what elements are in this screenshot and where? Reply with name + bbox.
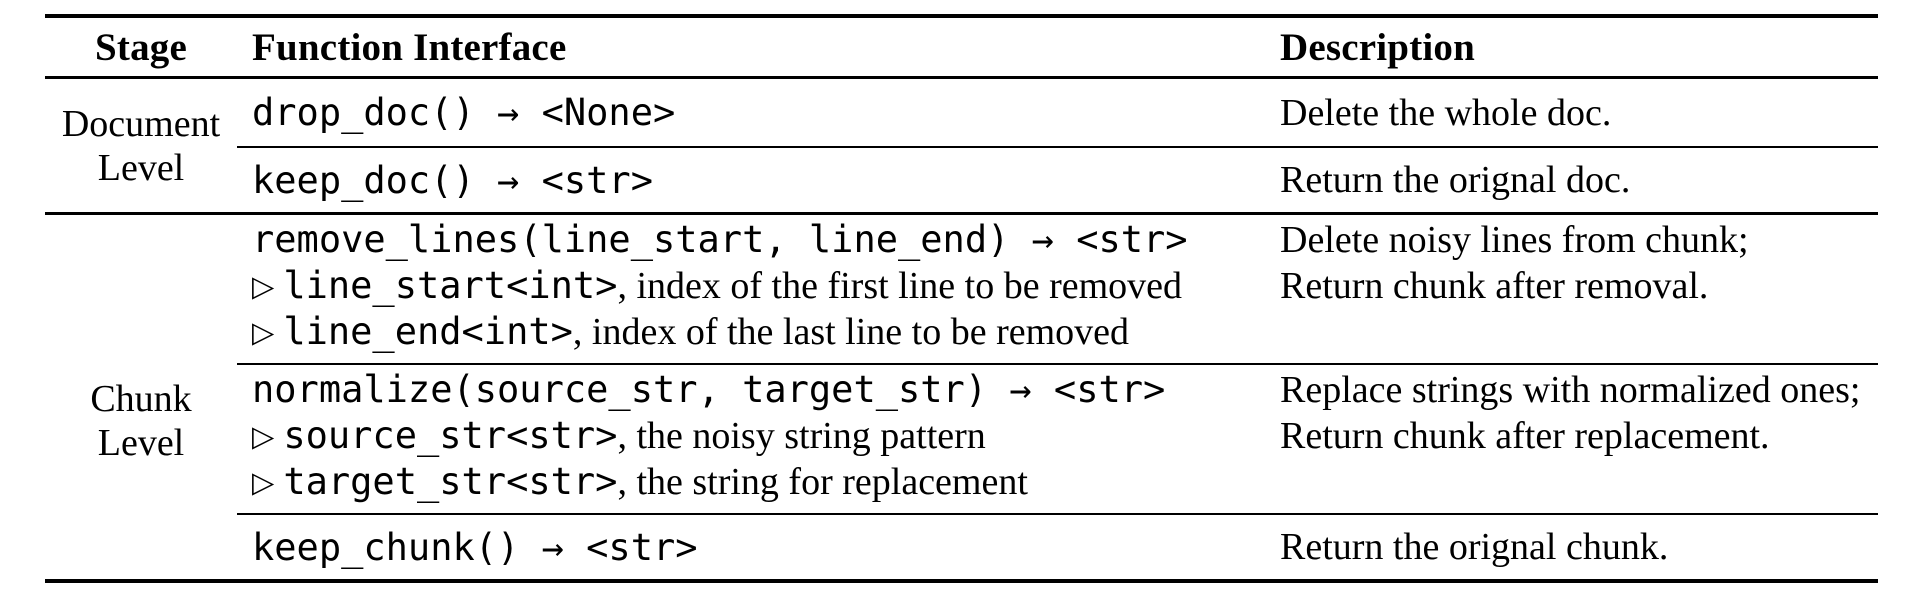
param-line: ▷source_str<str>, the noisy string patte… bbox=[252, 413, 1278, 459]
function-cell: normalize(source_str, target_str) → <str… bbox=[237, 365, 1278, 513]
section-separator-rule bbox=[45, 212, 1878, 215]
section-rows-document: drop_doc() → <None> Delete the whole doc… bbox=[237, 79, 1878, 212]
section-document-level: Document Level drop_doc() → <None> Delet… bbox=[45, 79, 1878, 212]
param-code: source_str<str> bbox=[283, 414, 618, 457]
table-header-row: Stage Function Interface Description bbox=[45, 18, 1878, 76]
param-note: , index of the first line to be removed bbox=[617, 265, 1183, 307]
param-line: ▷target_str<str>, the string for replace… bbox=[252, 459, 1278, 505]
function-signature: keep_doc() → <str> bbox=[252, 158, 653, 202]
table-row-keep-chunk: keep_chunk() → <str> Return the orignal … bbox=[237, 515, 1878, 579]
table-row-normalize: normalize(source_str, target_str) → <str… bbox=[237, 365, 1878, 513]
triangle-marker: ▷ bbox=[252, 465, 275, 499]
description-text: Return chunk after removal. bbox=[1280, 265, 1709, 307]
column-header-stage: Stage bbox=[95, 25, 187, 69]
table-row-keep-doc: keep_doc() → <str> Return the orignal do… bbox=[237, 148, 1878, 212]
param-line: ▷line_end<int>, index of the last line t… bbox=[252, 309, 1278, 355]
param-code: line_end<int> bbox=[283, 310, 573, 353]
partial-row-rule bbox=[237, 363, 1878, 365]
function-signature: remove_lines(line_start, line_end) → <st… bbox=[252, 218, 1188, 261]
column-header-description: Description bbox=[1280, 25, 1476, 69]
stage-label-line: Level bbox=[97, 422, 185, 464]
param-code: line_start<int> bbox=[283, 264, 618, 307]
table-row-remove-lines: remove_lines(line_start, line_end) → <st… bbox=[237, 215, 1878, 363]
function-cell: remove_lines(line_start, line_end) → <st… bbox=[237, 215, 1278, 363]
param-line: ▷line_start<int>, index of the first lin… bbox=[252, 263, 1278, 309]
param-note: , the string for replacement bbox=[617, 461, 1028, 503]
description-text: Return the orignal doc. bbox=[1280, 159, 1631, 201]
function-signature: drop_doc() → <None> bbox=[252, 91, 676, 134]
description-cell: Return the orignal chunk. bbox=[1278, 515, 1878, 579]
stage-label-line: Document bbox=[61, 102, 221, 145]
param-note: , index of the last line to be removed bbox=[572, 311, 1130, 353]
function-cell: keep_doc() → <str> bbox=[237, 148, 1278, 212]
description-text: Replace strings with normalized ones; bbox=[1280, 369, 1861, 411]
description-text: Return chunk after replacement. bbox=[1280, 415, 1770, 457]
description-cell: Delete noisy lines from chunk; Return ch… bbox=[1278, 215, 1878, 363]
param-note: , the noisy string pattern bbox=[617, 415, 986, 457]
section-chunk-level: Chunk Level remove_lines(line_start, lin… bbox=[45, 215, 1878, 579]
partial-row-rule bbox=[237, 513, 1878, 515]
function-interface-table: Stage Function Interface Description Doc… bbox=[45, 14, 1878, 583]
description-cell: Delete the whole doc. bbox=[1278, 79, 1878, 146]
stage-cell-chunk-level: Chunk Level bbox=[45, 215, 237, 579]
triangle-marker: ▷ bbox=[252, 315, 275, 349]
triangle-marker: ▷ bbox=[252, 269, 275, 303]
header-separator-rule bbox=[45, 76, 1878, 79]
description-text: Delete the whole doc. bbox=[1280, 91, 1612, 134]
column-header-function-interface: Function Interface bbox=[252, 25, 567, 69]
stage-label-line: Chunk bbox=[90, 378, 192, 420]
description-text: Return the orignal chunk. bbox=[1280, 526, 1669, 568]
function-signature-line: normalize(source_str, target_str) → <str… bbox=[252, 367, 1278, 413]
stage-cell-document-level: Document Level bbox=[45, 79, 237, 212]
table-bottom-rule bbox=[45, 579, 1878, 583]
partial-row-rule bbox=[237, 146, 1878, 148]
function-signature: keep_chunk() → <str> bbox=[252, 525, 698, 569]
description-cell: Replace strings with normalized ones; Re… bbox=[1278, 365, 1878, 513]
stage-label-line: Level bbox=[97, 146, 185, 189]
description-text: Delete noisy lines from chunk; bbox=[1280, 219, 1749, 261]
param-code: target_str<str> bbox=[283, 460, 618, 503]
function-cell: keep_chunk() → <str> bbox=[237, 515, 1278, 579]
function-signature: normalize(source_str, target_str) → <str… bbox=[252, 368, 1166, 411]
table-top-rule bbox=[45, 14, 1878, 18]
section-rows-chunk: remove_lines(line_start, line_end) → <st… bbox=[237, 215, 1878, 579]
function-signature-line: remove_lines(line_start, line_end) → <st… bbox=[252, 217, 1278, 263]
description-cell: Return the orignal doc. bbox=[1278, 148, 1878, 212]
function-cell: drop_doc() → <None> bbox=[237, 79, 1278, 146]
table-row-drop-doc: drop_doc() → <None> Delete the whole doc… bbox=[237, 79, 1878, 146]
triangle-marker: ▷ bbox=[252, 419, 275, 453]
